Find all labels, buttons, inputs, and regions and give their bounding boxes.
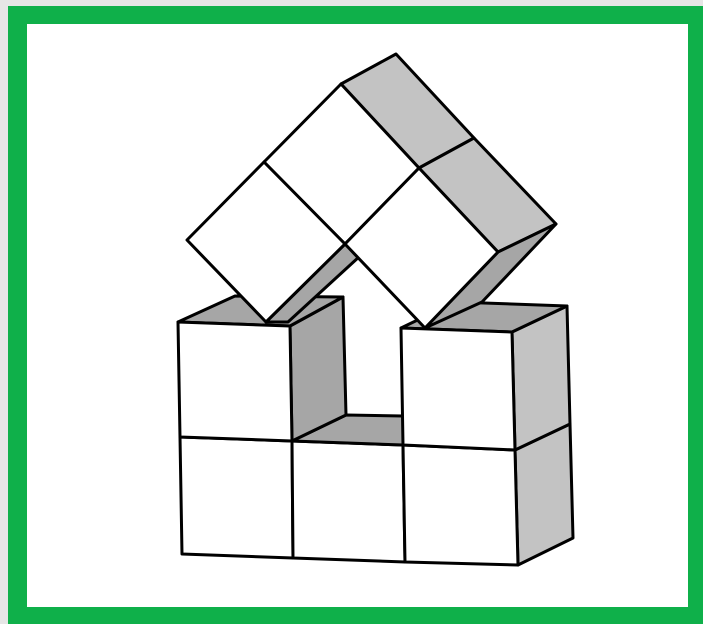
- base-cube-left-front: [178, 435, 295, 560]
- right-upper-cube: [399, 300, 572, 452]
- base-cube-right-front: [401, 443, 520, 567]
- right-upper-cube-front: [399, 326, 517, 452]
- tilted-square-left: [185, 160, 347, 324]
- left-upper-cube-front: [176, 320, 294, 443]
- base-row: [178, 422, 575, 567]
- base-cube-middle-front: [290, 439, 407, 564]
- tilted-block: [185, 52, 558, 330]
- tilted-square-right: [343, 166, 500, 330]
